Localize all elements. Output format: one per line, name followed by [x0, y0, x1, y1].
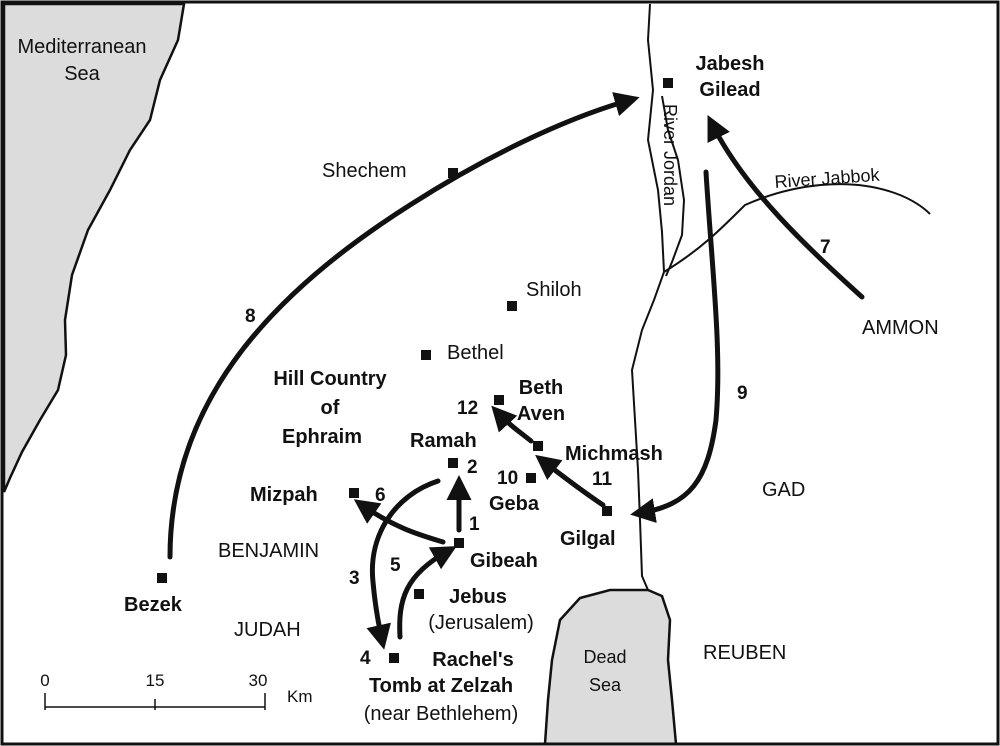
route-7-arrow — [707, 115, 865, 300]
label-beth-aven-line-1: Beth — [519, 377, 563, 399]
route-number-10: 10 — [497, 468, 518, 489]
label-rachels-tomb-line-1: Rachel's — [432, 649, 513, 671]
route-number-2: 2 — [467, 457, 478, 478]
label-hill-country-line-1: Hill Country — [273, 368, 387, 390]
label-michmash: Michmash — [565, 443, 663, 465]
scale-tick-15: 15 — [146, 671, 165, 690]
river-jordan-west-bank — [630, 3, 666, 591]
route-number-6: 6 — [375, 485, 386, 506]
label-mediterranean-line-1: Mediterranean — [18, 36, 147, 58]
marker-ramah — [448, 458, 458, 468]
label-gilgal: Gilgal — [560, 528, 616, 550]
marker-beth-aven — [494, 395, 504, 405]
label-river-jabbok: River Jabbok — [774, 165, 881, 192]
label-geba: Geba — [489, 493, 540, 515]
label-jabesh-line-1: Jabesh — [696, 53, 765, 75]
scale-tick-30: 30 — [249, 671, 268, 690]
route-6-arrow — [353, 499, 446, 545]
route-number-4: 4 — [360, 648, 371, 669]
label-jerusalem: (Jerusalem) — [428, 612, 534, 634]
marker-shiloh — [507, 301, 517, 311]
label-jabesh-line-2: Gilead — [699, 79, 760, 101]
route-11-arrow — [535, 454, 606, 508]
scale-tick-0: 0 — [40, 671, 49, 690]
route-number-7: 7 — [820, 237, 831, 258]
marker-mizpah — [349, 488, 359, 498]
route-number-9: 9 — [737, 383, 748, 404]
route-number-5: 5 — [390, 555, 401, 576]
label-hill-country-line-3: Ephraim — [282, 426, 362, 448]
route-number-12: 12 — [457, 398, 478, 419]
label-mediterranean-line-2: Sea — [64, 63, 100, 85]
label-rachels-tomb-line-2: Tomb at Zelzah — [369, 675, 513, 697]
label-dead-sea-line-2: Sea — [589, 675, 622, 695]
label-benjamin: BENJAMIN — [218, 540, 319, 562]
label-ramah: Ramah — [410, 430, 477, 452]
route-number-8: 8 — [245, 306, 256, 327]
label-mizpah: Mizpah — [250, 484, 318, 506]
marker-bethel — [421, 350, 431, 360]
scale-bar — [44, 693, 266, 710]
marker-jabesh-gilead — [663, 78, 673, 88]
marker-geba — [526, 473, 536, 483]
route-number-1: 1 — [469, 514, 480, 535]
route-12-arrow — [491, 405, 534, 444]
label-hill-country-line-2: of — [321, 397, 340, 419]
label-gad: GAD — [762, 479, 805, 501]
label-bezek: Bezek — [124, 594, 183, 616]
label-jebus: Jebus — [449, 586, 507, 608]
route-8-arrow — [167, 92, 640, 560]
river-jordan-east-bank — [661, 95, 686, 277]
town-markers — [157, 78, 673, 663]
label-rachels-tomb-line-3: (near Bethlehem) — [364, 703, 519, 725]
mediterranean-sea — [2, 2, 186, 493]
scale-unit: Km — [287, 687, 313, 706]
label-dead-sea-line-1: Dead — [583, 647, 626, 667]
marker-michmash — [533, 441, 543, 451]
route-5-arrow — [397, 546, 457, 640]
marker-gibeah — [454, 538, 464, 548]
label-judah: JUDAH — [234, 619, 301, 641]
route-number-11: 11 — [592, 469, 613, 490]
marker-bezek — [157, 573, 167, 583]
label-shiloh: Shiloh — [526, 279, 582, 301]
river-jabbok — [663, 183, 931, 273]
label-gibeah: Gibeah — [470, 550, 538, 572]
label-shechem: Shechem — [322, 160, 407, 182]
marker-gilgal — [602, 506, 612, 516]
marker-rachels-tomb — [389, 653, 399, 663]
route-arrows — [167, 92, 865, 650]
route-number-3: 3 — [349, 568, 360, 589]
marker-jebus — [414, 589, 424, 599]
label-ammon: AMMON — [862, 317, 939, 339]
label-reuben: REUBEN — [703, 642, 786, 664]
route-3-arrow — [366, 478, 441, 650]
label-bethel: Bethel — [447, 342, 504, 364]
marker-shechem — [448, 168, 458, 178]
label-beth-aven-line-2: Aven — [517, 403, 565, 425]
dead-sea — [543, 588, 678, 746]
route-9-arrow — [630, 169, 721, 523]
label-river-jordan: River Jordan — [660, 104, 680, 206]
